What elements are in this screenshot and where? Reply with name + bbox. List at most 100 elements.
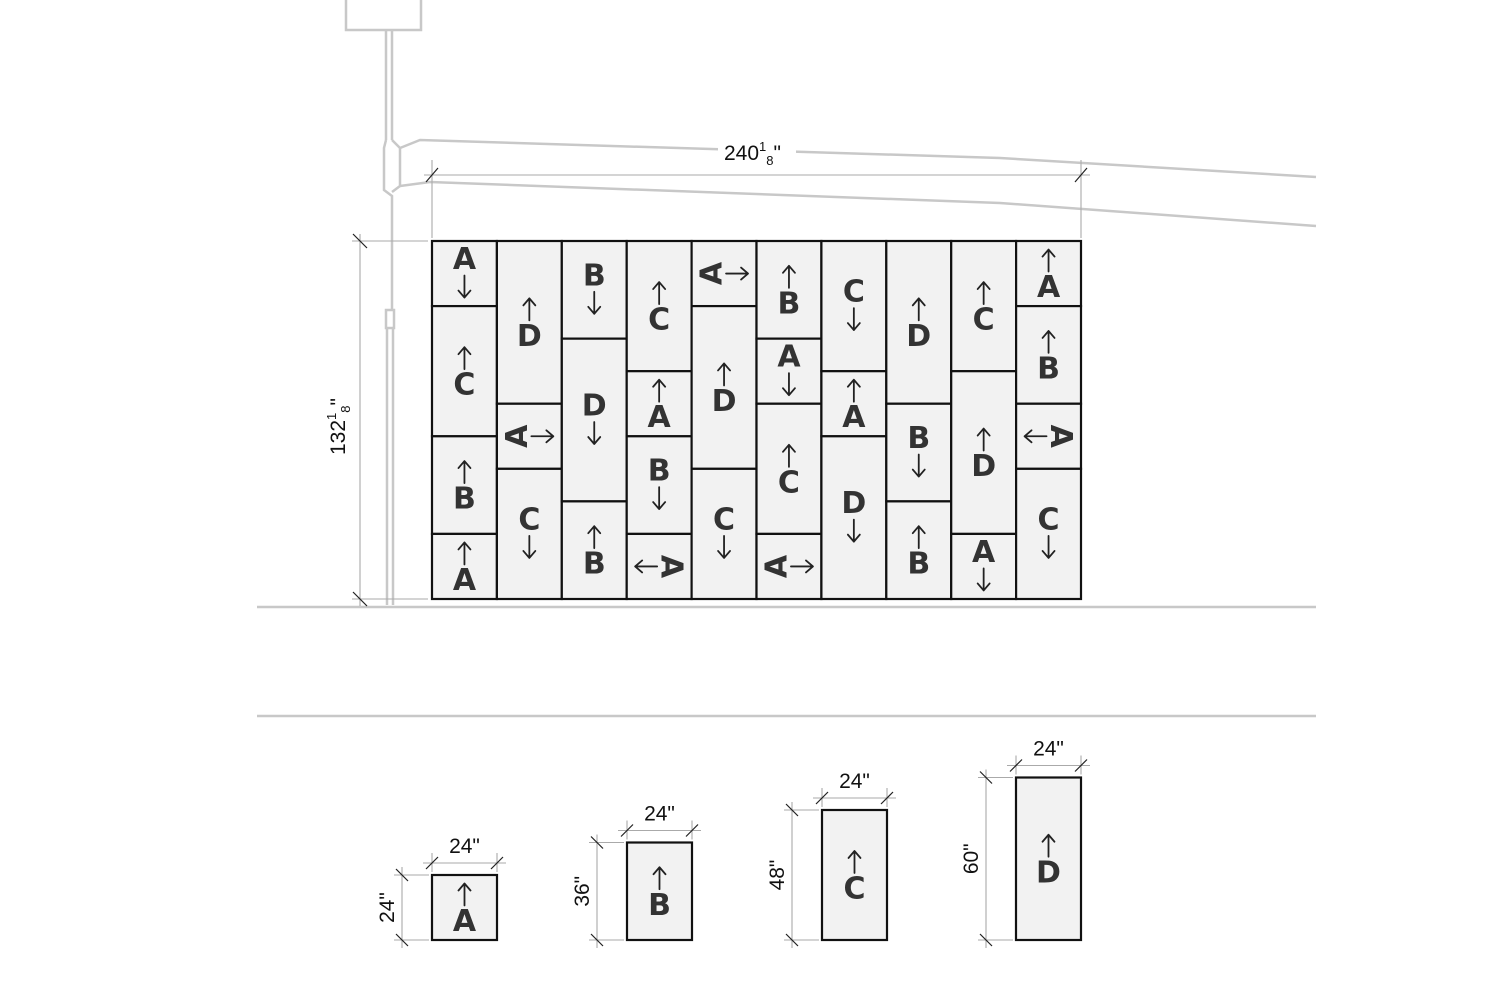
panel-border <box>820 808 889 942</box>
dimension-tick <box>979 933 993 947</box>
wall-panel-c: C <box>1014 467 1083 601</box>
wall-panel-a: A <box>430 239 499 308</box>
panel-letter: C <box>843 275 865 310</box>
direction-arrow-down <box>846 307 861 331</box>
panel-letter: A <box>777 340 801 375</box>
panel-border <box>885 239 953 405</box>
legend-panel-c: C24"48" <box>766 770 896 948</box>
wall-panel-a: A <box>495 402 563 470</box>
wall-panel-d: D <box>495 239 563 405</box>
width-label: 24" <box>1033 738 1064 761</box>
panel-border <box>1014 467 1083 601</box>
panel-letter: A <box>1037 270 1061 305</box>
wall-panel-b: B <box>625 435 693 536</box>
wall-panel-a: A <box>820 370 888 438</box>
panel-border <box>820 435 888 601</box>
dimension-tick <box>590 836 604 849</box>
height-label: 36" <box>571 876 594 907</box>
legend-panel-shape: B <box>625 841 694 942</box>
panel-letter: B <box>583 547 606 582</box>
legend-panel-a: A24"24" <box>376 835 506 948</box>
width-label: 24" <box>839 770 870 793</box>
dimension-tick <box>490 856 504 870</box>
wall-panel-c: C <box>755 402 823 536</box>
direction-arrow-down <box>457 274 472 299</box>
panel-border <box>495 467 563 601</box>
wall-panel-c: C <box>495 467 563 601</box>
direction-arrow-up <box>717 362 731 387</box>
dimension-tick <box>979 771 993 784</box>
panel-letter: B <box>907 547 930 582</box>
panel-border <box>950 239 1018 373</box>
direction-arrow-up <box>911 297 926 322</box>
wall-panel-a: A <box>755 337 823 405</box>
panel-letter: D <box>841 486 866 521</box>
wall-panel-d: D <box>560 337 628 503</box>
panel-border <box>625 841 694 942</box>
height-label: 24" <box>376 892 399 923</box>
panel-letter: C <box>1038 502 1060 537</box>
direction-arrow-down <box>717 535 731 559</box>
panel-letter: A <box>842 400 866 435</box>
panel-border <box>560 337 628 503</box>
panel-letter: D <box>517 319 542 354</box>
wall-panel-b: B <box>430 435 499 536</box>
panel-legend: A24"24"B24"36"C24"48"D24"60" <box>376 738 1090 948</box>
panel-letter: A <box>654 555 689 579</box>
dimension-tick <box>395 933 409 947</box>
wall-panel-a: A <box>690 239 758 308</box>
panel-border <box>820 239 888 373</box>
overall-width-dimension: 24018" <box>424 138 1090 238</box>
dimension-tick <box>620 824 634 837</box>
overall-height-frac-denominator: 8 <box>338 405 353 412</box>
width-label: 24" <box>644 803 675 826</box>
wall-panel-a: A <box>625 532 693 601</box>
wall-panel-c: C <box>430 304 499 438</box>
direction-arrow-up <box>1041 330 1056 354</box>
panel-letter: D <box>712 384 737 419</box>
wall-panel-b: B <box>1014 304 1083 405</box>
wall-panel-d: D <box>820 435 888 601</box>
panel-letter: A <box>759 554 794 578</box>
panel-letter: A <box>648 400 672 435</box>
panel-letter: A <box>453 563 477 598</box>
panel-letter: B <box>453 482 476 517</box>
panel-border <box>885 500 953 601</box>
wall-panel-c: C <box>950 239 1018 373</box>
direction-arrow-up <box>457 882 472 907</box>
overall-width-unit: " <box>774 142 781 165</box>
panel-letter: C <box>713 502 735 537</box>
dimension-tick <box>880 791 894 805</box>
panel-letter: A <box>1043 425 1078 449</box>
direction-arrow-up <box>846 378 861 403</box>
wall-panel-c: C <box>820 239 888 373</box>
dimension-tick <box>685 824 699 837</box>
panel-border <box>1014 776 1083 942</box>
height-label: 60" <box>960 843 983 874</box>
legend-panel-d: D24"60" <box>960 738 1090 948</box>
direction-arrow-up <box>782 443 796 468</box>
panel-letter: B <box>778 286 801 321</box>
direction-arrow-down <box>587 421 602 445</box>
wall-panel-d: D <box>690 304 758 470</box>
panel-letter: B <box>1037 351 1060 386</box>
direction-arrow-down <box>522 535 537 559</box>
panel-letter: B <box>648 888 671 923</box>
panel-letter: A <box>500 424 535 448</box>
direction-arrow-down <box>846 518 861 543</box>
panel-letter: A <box>972 535 996 570</box>
panel-border <box>690 467 758 601</box>
dimension-tick <box>815 791 829 805</box>
dimension-tick <box>1009 759 1023 772</box>
dimension-tick <box>425 856 439 870</box>
direction-arrow-up <box>457 460 472 484</box>
direction-arrow-down <box>976 567 991 592</box>
direction-arrow-up <box>1041 248 1056 273</box>
panel-letter: A <box>453 242 477 277</box>
panel-letter: C <box>648 303 670 338</box>
panel-letter: C <box>973 303 995 338</box>
dimension-tick <box>590 933 604 947</box>
direction-arrow-up <box>976 427 991 452</box>
